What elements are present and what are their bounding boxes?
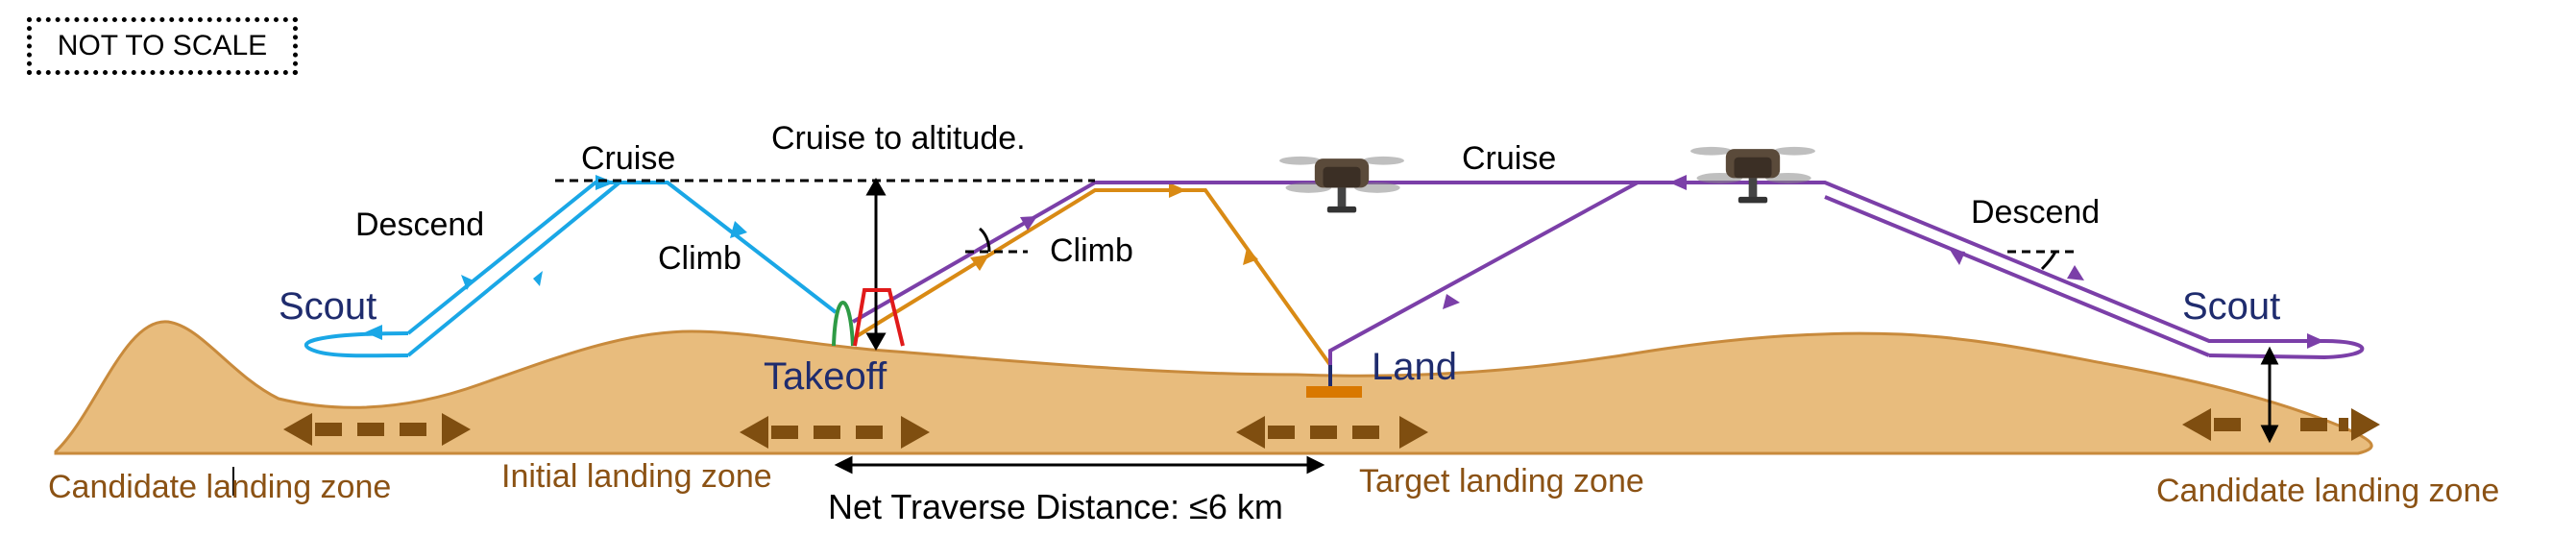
altitude-arrow bbox=[865, 177, 887, 352]
label-land: Land bbox=[1372, 346, 1457, 388]
label-cruise-right: Cruise bbox=[1462, 140, 1556, 177]
scout-right-altitude-arrow bbox=[2260, 346, 2279, 444]
zone-label-initial: Initial landing zone bbox=[501, 458, 772, 495]
label-descend-left: Descend bbox=[355, 207, 484, 243]
terrain bbox=[54, 320, 2373, 455]
reference-lines bbox=[555, 179, 2075, 271]
label-cruise-to-altitude: Cruise to altitude. bbox=[771, 120, 1026, 157]
zone-label-target: Target landing zone bbox=[1359, 463, 1644, 499]
green-marker bbox=[832, 301, 855, 347]
label-net-traverse: Net Traverse Distance: ≤6 km bbox=[828, 487, 1283, 526]
zone-arrow-target bbox=[1236, 416, 1428, 449]
scout-left-path bbox=[304, 181, 838, 358]
label-climb-left: Climb bbox=[658, 240, 741, 277]
helicopter-icon bbox=[1279, 156, 1404, 213]
purple-path bbox=[852, 181, 2365, 365]
zone-arrow-initial bbox=[740, 416, 930, 449]
zone-arrow-candidate-left bbox=[283, 413, 471, 446]
orange-arrows bbox=[970, 183, 1258, 271]
purple-arrows bbox=[1020, 175, 2324, 349]
net-traverse-arrow bbox=[834, 455, 1325, 475]
zone-label-candidate-right: Candidate landing zone bbox=[2156, 473, 2499, 509]
zone-arrow-candidate-right bbox=[2182, 408, 2380, 441]
label-scout-right: Scout bbox=[2182, 285, 2280, 328]
zone-arrows bbox=[283, 408, 2380, 449]
red-marker bbox=[853, 288, 905, 347]
zone-label-candidate-left: Candidate landing zone bbox=[48, 469, 391, 505]
label-descend-right: Descend bbox=[1971, 194, 2100, 231]
label-scout-left: Scout bbox=[279, 285, 377, 328]
label-cruise-left: Cruise bbox=[581, 140, 675, 177]
label-takeoff: Takeoff bbox=[764, 355, 887, 398]
scout-left-arrows bbox=[365, 175, 747, 340]
label-climb-right: Climb bbox=[1050, 232, 1133, 269]
landing-pad bbox=[1306, 386, 1362, 398]
not-to-scale-note: NOT TO SCALE bbox=[27, 17, 298, 75]
helicopter-icon bbox=[1690, 146, 1815, 204]
